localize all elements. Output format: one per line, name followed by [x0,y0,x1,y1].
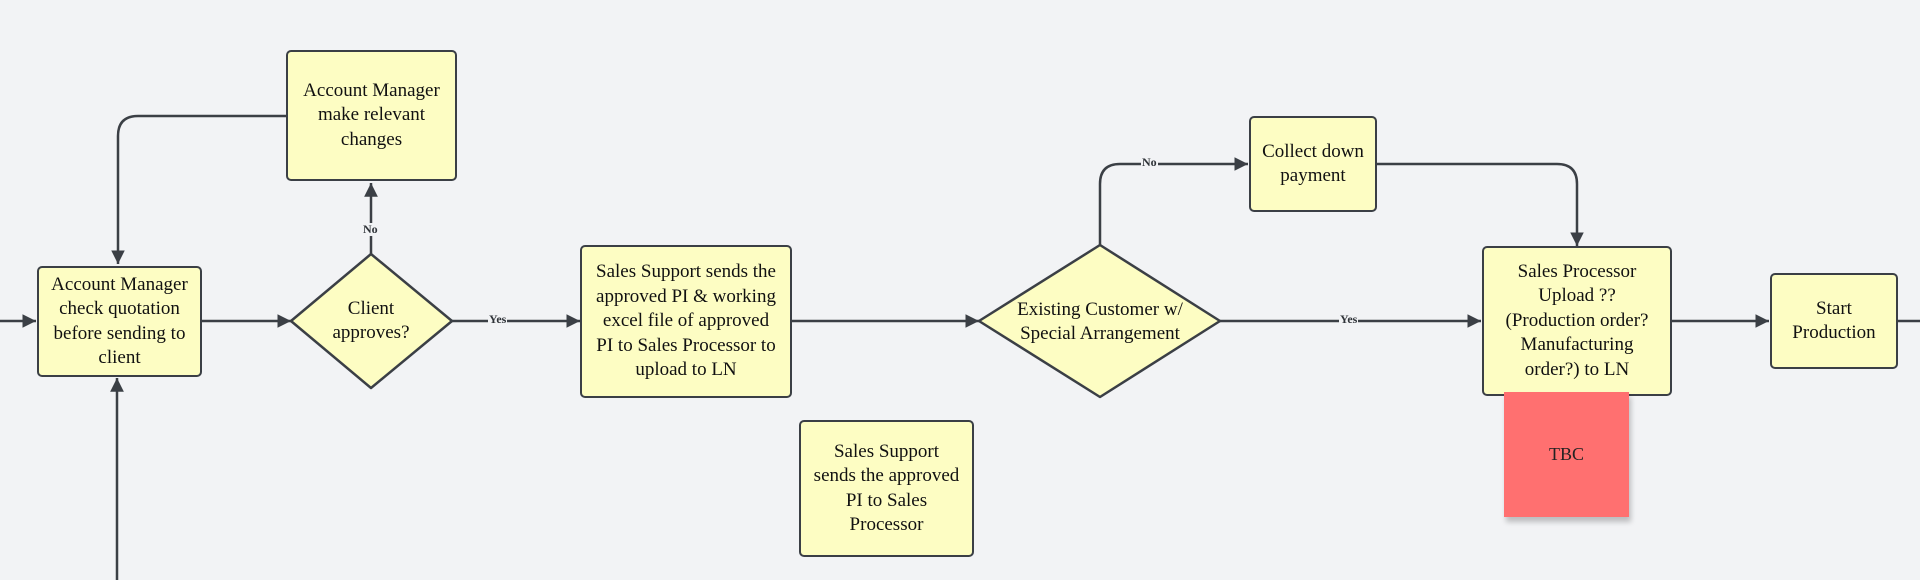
decision-diamond-existing-customer[interactable] [977,243,1222,399]
edge-label-client-no: No [362,222,379,236]
decision-diamond-client-approves[interactable] [289,252,454,390]
node-start-production[interactable]: Start Production [1770,273,1898,369]
node-am-make-changes[interactable]: Account Manager make relevant changes [286,50,457,181]
node-am-check-quotation-label: Account Manager check quotation before s… [51,273,188,369]
node-ss-send-pi[interactable]: Sales Support sends the approved PI to S… [799,420,974,557]
node-am-make-changes-label: Account Manager make relevant changes [303,79,440,150]
node-sp-upload-to-ln[interactable]: Sales Processor Upload ?? (Production or… [1482,246,1672,396]
connector-collect-to-upload [1377,162,1584,246]
edge-label-existing-no: No [1141,155,1158,169]
connector-changes-to-check [111,114,286,264]
decision-existing-customer-label: Existing Customer w/ Special Arrangement [1017,298,1183,345]
node-ss-send-pi-excel-label: Sales Support sends the approved PI & wo… [596,261,776,381]
sticky-note[interactable]: TBC [1504,392,1629,517]
decision-client-approves-label: Client approves? [332,297,410,344]
node-collect-down-payment[interactable]: Collect down payment [1249,116,1377,212]
sticky-note-text: TBC [1548,444,1584,464]
edge-label-client-yes: Yes [488,312,508,326]
node-collect-down-payment-label: Collect down payment [1262,140,1364,187]
node-start-production-label: Start Production [1792,297,1876,344]
node-ss-send-pi-excel[interactable]: Sales Support sends the approved PI & wo… [580,245,792,398]
node-ss-send-pi-label: Sales Support sends the approved PI to S… [813,440,960,536]
node-am-check-quotation[interactable]: Account Manager check quotation before s… [37,266,202,377]
node-sp-upload-to-ln-label: Sales Processor Upload ?? (Production or… [1505,260,1649,380]
edge-label-existing-yes: Yes [1339,312,1359,326]
connector-existing-no [1098,157,1248,245]
